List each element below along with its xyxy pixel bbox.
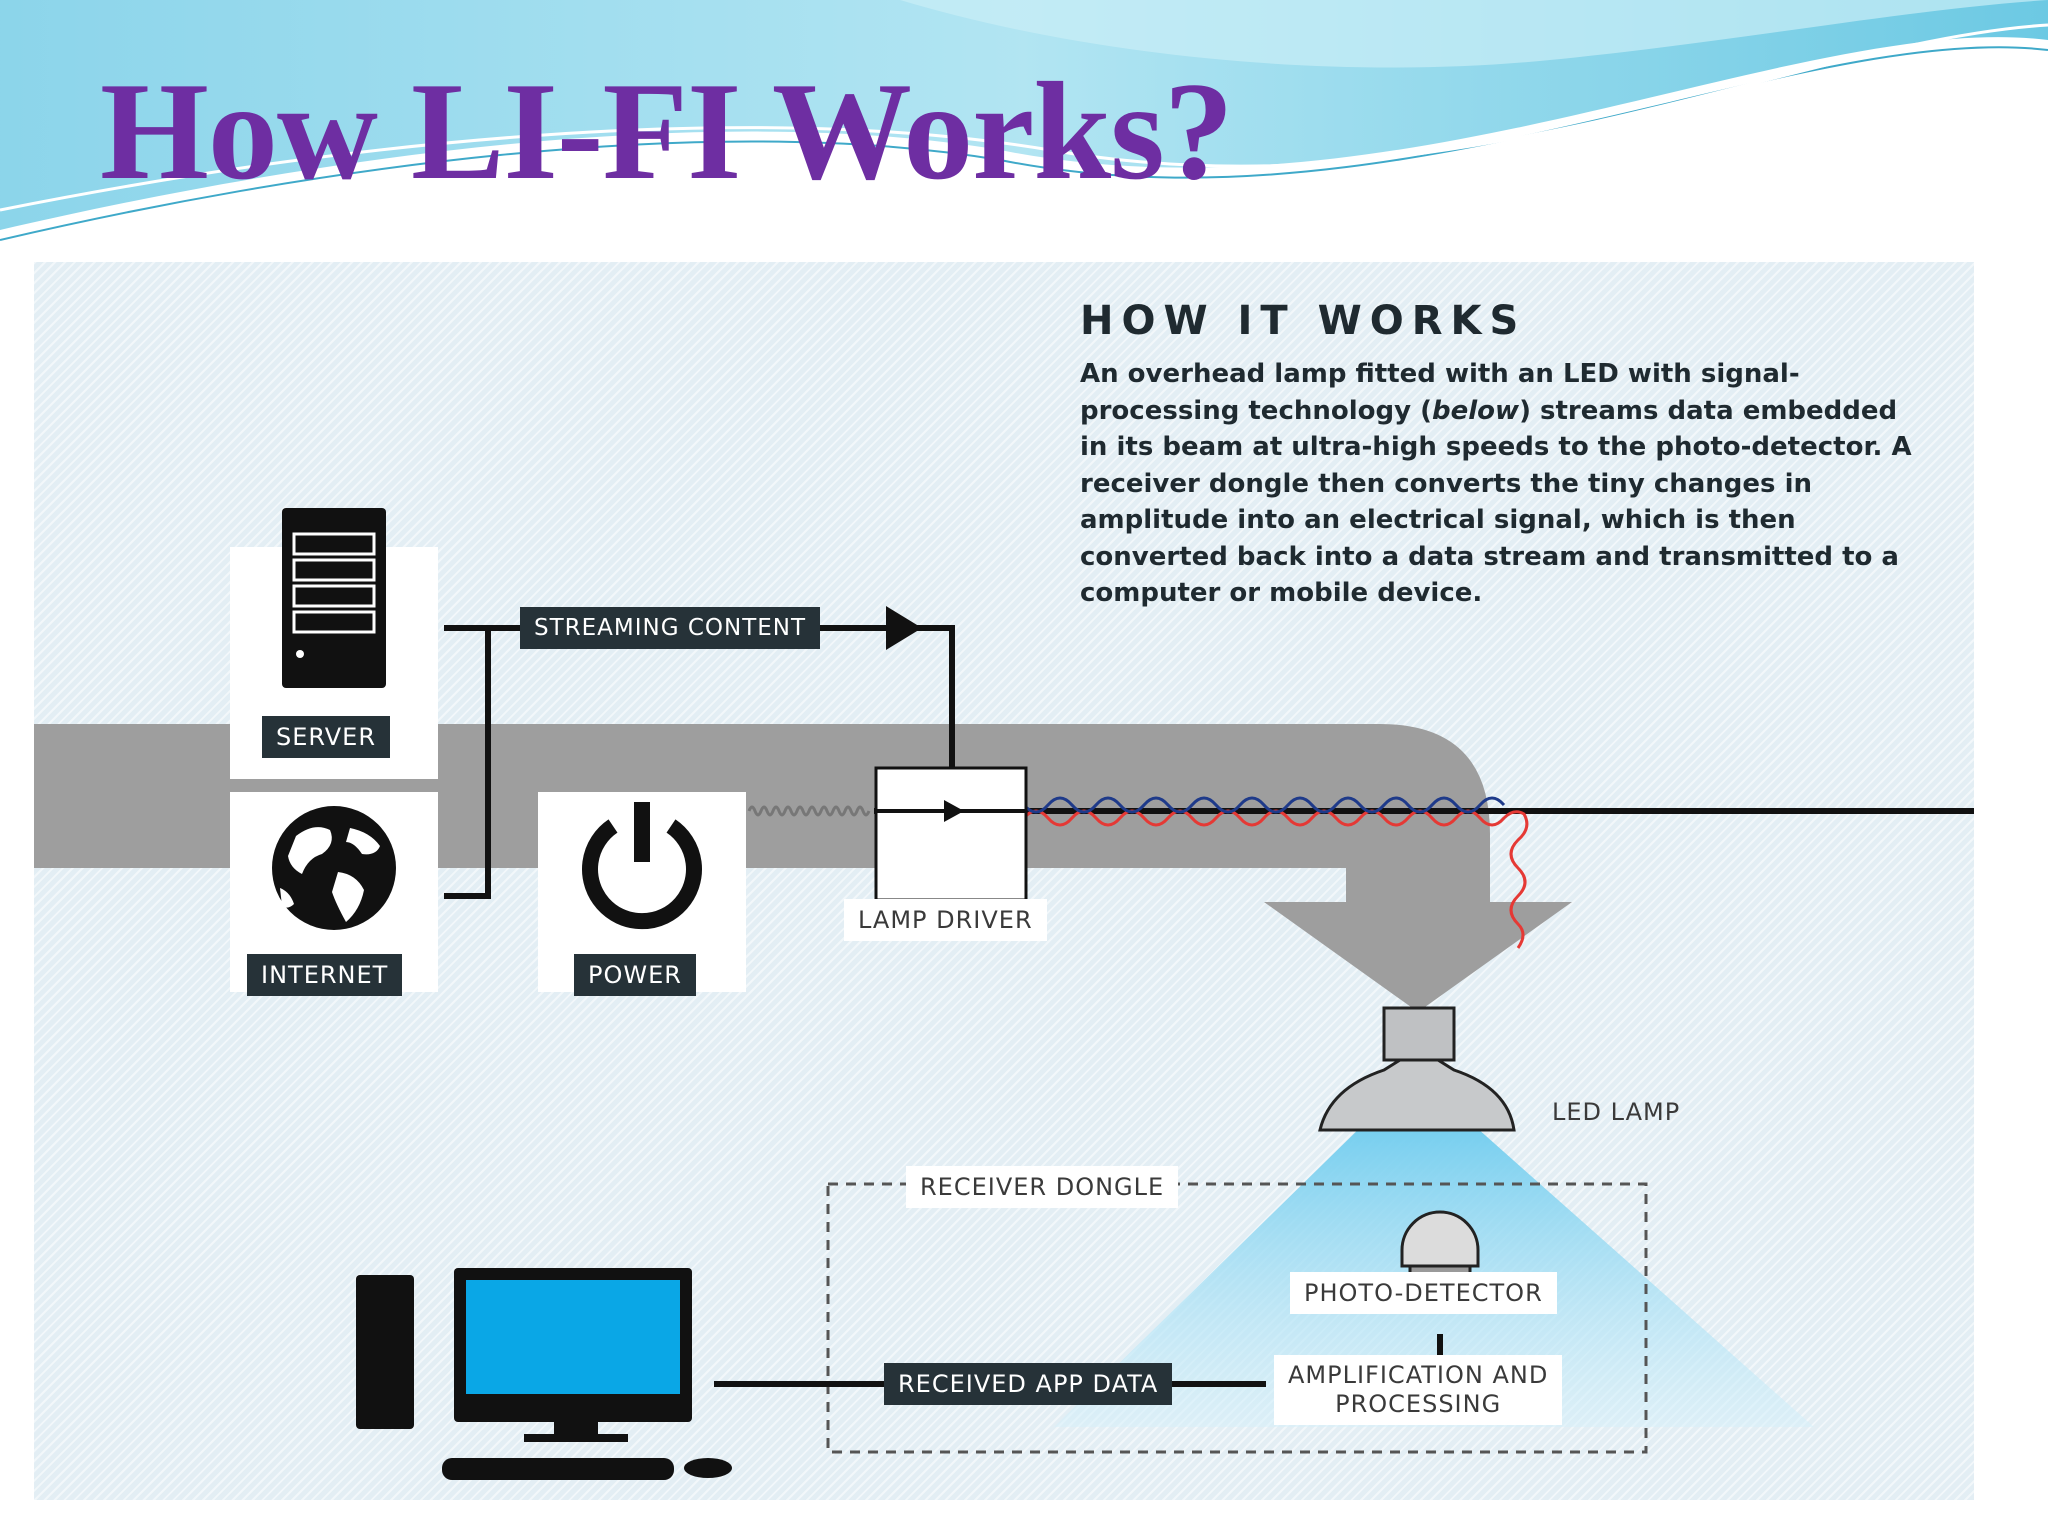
lamp-driver-box <box>874 766 1028 902</box>
received-app-data-label: RECEIVED APP DATA <box>884 1363 1173 1405</box>
lamp-driver-arrow <box>944 800 964 822</box>
signal-wire-blue <box>1022 796 1506 814</box>
monitor-icon <box>454 1268 692 1442</box>
internet-label: INTERNET <box>247 954 403 996</box>
computer-icon <box>356 1275 414 1429</box>
streaming-arrow-head <box>886 606 922 650</box>
amplification-label: AMPLIFICATION AND PROCESSING <box>1274 1355 1563 1425</box>
power-label: POWER <box>574 954 696 996</box>
info-body-text-start: An overhead lamp fitted with an LED with… <box>1080 359 1800 426</box>
server-icon <box>282 508 386 688</box>
mouse-icon <box>684 1458 732 1478</box>
globe-icon <box>272 806 396 930</box>
photo-detector-label: PHOTO-DETECTOR <box>1290 1272 1557 1314</box>
led-lamp-label: LED LAMP <box>1552 1098 1681 1126</box>
info-body-italic: below <box>1432 395 1520 426</box>
info-heading: HOW IT WORKS <box>1080 298 1527 344</box>
receiver-dongle-box <box>826 1182 1648 1454</box>
info-body: An overhead lamp fitted with an LED with… <box>1080 356 1920 612</box>
keyboard-icon <box>442 1458 674 1480</box>
lamp-driver-label: LAMP DRIVER <box>844 899 1047 941</box>
server-label: SERVER <box>262 716 391 758</box>
receiver-dongle-label: RECEIVER DONGLE <box>906 1166 1179 1208</box>
power-icon <box>582 802 702 930</box>
streaming-content-label: STREAMING CONTENT <box>520 607 821 649</box>
amplification-label-line1: AMPLIFICATION AND <box>1288 1361 1549 1389</box>
amplification-label-line2: PROCESSING <box>1335 1390 1502 1418</box>
slide-title: How LI-FI Works? <box>100 54 1234 209</box>
led-lamp-icon <box>1318 1006 1516 1132</box>
power-coil <box>747 805 871 817</box>
lifi-diagram-panel: SERVER INTERNET POWER STREAMING CONTENT … <box>34 262 1974 1500</box>
header-wave-decoration <box>0 0 2048 241</box>
info-body-text-end: ) streams data embedded in its beam at u… <box>1080 395 1912 609</box>
internet-connector-line <box>444 628 491 899</box>
